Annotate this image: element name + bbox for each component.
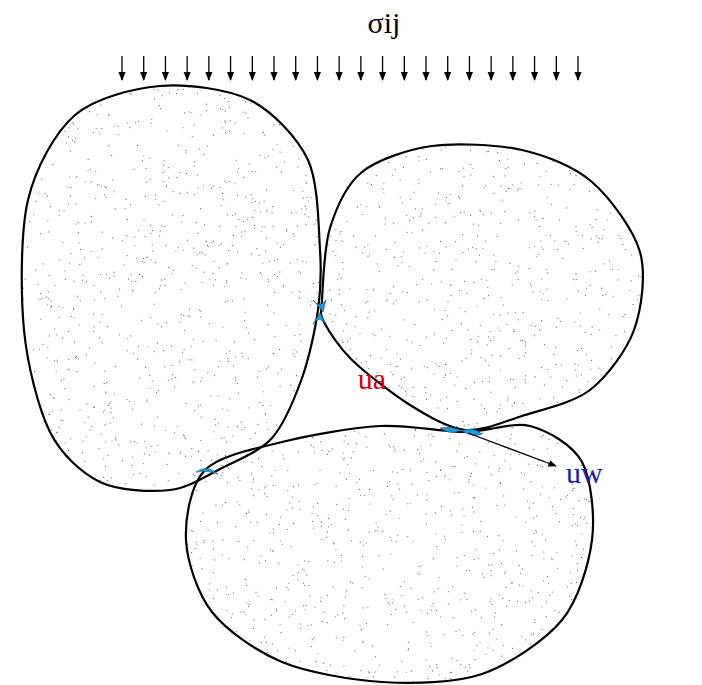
- load-arrow: [404, 56, 405, 80]
- grain-stipple: [311, 136, 650, 440]
- load-arrow: [121, 56, 122, 80]
- load-arrow: [469, 56, 470, 80]
- load-arrow: [425, 56, 426, 80]
- water-meniscus: [440, 427, 460, 432]
- soil-grain: [321, 144, 643, 430]
- water-pressure-label: uw: [566, 456, 603, 489]
- load-arrow: [382, 56, 383, 80]
- load-arrow: [317, 56, 318, 80]
- leader-line: [468, 433, 556, 466]
- load-arrow: [556, 56, 557, 80]
- load-arrow: [208, 56, 209, 80]
- soil-grain: [186, 425, 593, 683]
- grain-stipple: [14, 76, 330, 500]
- load-arrow: [252, 56, 253, 80]
- load-arrows: [122, 56, 578, 80]
- load-arrow: [230, 56, 231, 80]
- load-arrow: [490, 56, 491, 80]
- stress-label: σij: [368, 6, 401, 39]
- water-meniscus: [313, 300, 326, 312]
- load-arrow: [165, 56, 166, 80]
- load-arrow: [143, 56, 144, 80]
- load-arrow: [273, 56, 274, 80]
- grain-stipple: [176, 416, 603, 685]
- load-arrow: [360, 56, 361, 80]
- load-arrow: [186, 56, 187, 80]
- load-arrow: [577, 56, 578, 80]
- water-meniscus: [313, 313, 326, 324]
- load-arrow: [447, 56, 448, 80]
- load-arrow: [338, 56, 339, 80]
- air-pressure-label: ua: [358, 362, 386, 395]
- soil-grain: [22, 85, 321, 490]
- load-arrow: [534, 56, 535, 80]
- load-arrow: [295, 56, 296, 80]
- water-meniscus: [196, 468, 218, 474]
- load-arrow: [512, 56, 513, 80]
